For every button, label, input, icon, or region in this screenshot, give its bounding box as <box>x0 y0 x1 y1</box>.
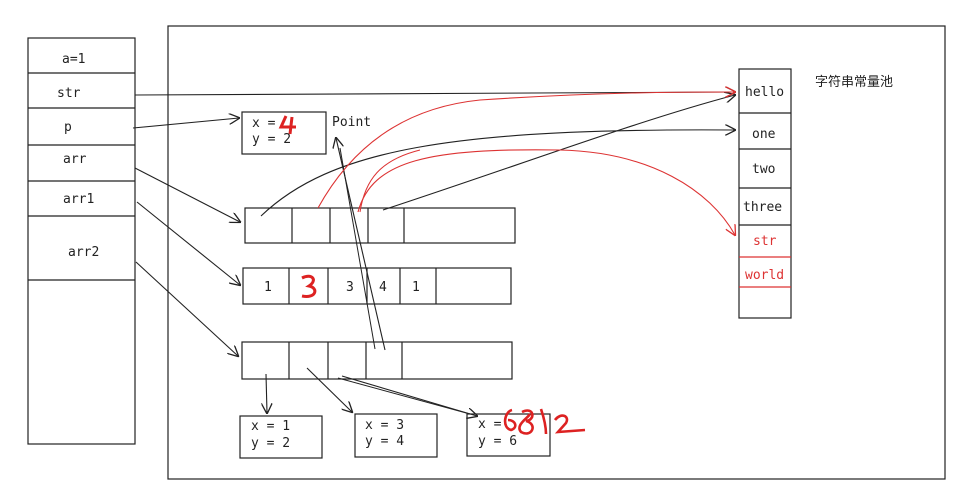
arrow-arr-cell3-to-str <box>357 149 735 235</box>
stack-var-a: a=1 <box>62 52 86 67</box>
object-box-2 <box>354 413 438 458</box>
pool-entry-three: three <box>743 200 783 215</box>
arrow-arr2-to-array <box>135 261 238 356</box>
arr1-cell-2: 3 <box>346 280 354 295</box>
red-scribble-3 <box>301 274 317 299</box>
stack-var-arr1: arr1 <box>63 192 95 207</box>
arr-array-box <box>244 207 516 244</box>
pool-entry-world: world <box>745 268 785 283</box>
arr1-array-box <box>242 267 512 305</box>
point-x-field: x = <box>252 116 284 131</box>
object-2-x: x = 3 <box>365 418 405 433</box>
point-y-field: y = 2 <box>252 132 292 147</box>
arrow-arr2-cell2-to-obj2 <box>306 367 352 412</box>
stack-var-p: p <box>64 120 72 135</box>
pool-entry-one: one <box>752 127 776 142</box>
object-1-x: x = 1 <box>251 419 291 434</box>
stroke-arr2-up <box>339 147 376 350</box>
red-scribble-6812 <box>503 408 586 435</box>
arrow-arr1-to-array <box>136 201 240 285</box>
arrow-arr2-cell1-to-obj1 <box>266 373 267 413</box>
arr2-array-box <box>241 341 513 380</box>
pool-entry-str: str <box>753 234 777 249</box>
string-pool-frame <box>738 68 792 319</box>
arrow-arr-cell4-to-hello <box>382 95 735 211</box>
point-object-box <box>241 111 327 155</box>
string-pool-title: 字符串常量池 <box>815 75 894 90</box>
stroke-arr2-doubled <box>337 377 471 415</box>
point-class-label: Point <box>332 115 372 130</box>
heap-frame <box>167 25 946 480</box>
stack-var-arr2: arr2 <box>68 245 100 260</box>
object-3-y: y = 6 <box>478 434 518 449</box>
stack-var-arr: arr <box>63 152 87 167</box>
pool-entry-hello: hello <box>745 85 785 100</box>
arrow-arr-cell1-to-one <box>260 130 735 217</box>
stack-var-str: str <box>57 86 81 101</box>
arr1-cell-0: 1 <box>264 280 272 295</box>
arr1-cell-4: 1 <box>412 280 420 295</box>
stack-frame <box>27 37 136 445</box>
red-scribble-4 <box>278 115 296 135</box>
object-box-1 <box>239 415 323 459</box>
arrow-arr-to-array <box>134 167 240 222</box>
object-1-y: y = 2 <box>251 436 291 451</box>
pool-entry-two: two <box>752 162 776 177</box>
object-box-3 <box>466 413 551 457</box>
arrow-p-to-point <box>132 118 239 129</box>
arr1-cell-3: 4 <box>379 280 387 295</box>
object-2-y: y = 4 <box>365 434 405 449</box>
arrow-arr-cell2-to-hello <box>317 92 735 209</box>
red-arrow-tail <box>359 149 421 213</box>
object-3-x: x = <box>478 417 510 432</box>
